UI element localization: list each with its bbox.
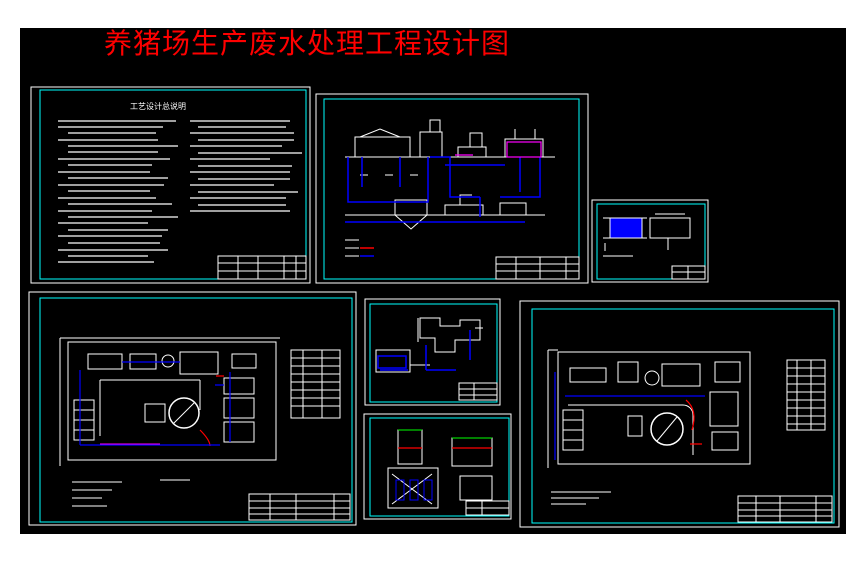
site-plan-left-title-block	[248, 493, 351, 521]
site-plan-right-tank	[650, 412, 684, 446]
site-plan-right-title-block	[737, 495, 833, 523]
structure-detail-title-block	[465, 500, 510, 516]
drawing-title: 养猪场生产废水处理工程设计图	[104, 27, 511, 60]
notes-sheet-heading: 工艺设计总说明	[130, 101, 186, 111]
site-plan-left-tank	[168, 397, 200, 429]
sheet-structure-detail	[363, 413, 512, 520]
sheet-small-detail	[591, 199, 709, 283]
site-plan-right-table	[786, 359, 826, 431]
sheet-process-notes: 工艺设计总说明	[30, 86, 311, 284]
notes-title-block	[217, 255, 307, 280]
flow-title-block	[495, 256, 580, 280]
small-detail-title-block	[671, 265, 706, 280]
sheet-site-plan-right	[519, 300, 840, 528]
tank-elevation-title-block	[458, 382, 498, 401]
sheet-process-flow	[315, 93, 589, 284]
sheet-site-plan-left	[28, 291, 357, 526]
site-plan-left-table	[290, 349, 341, 419]
sheet-tank-elevation	[364, 298, 501, 406]
